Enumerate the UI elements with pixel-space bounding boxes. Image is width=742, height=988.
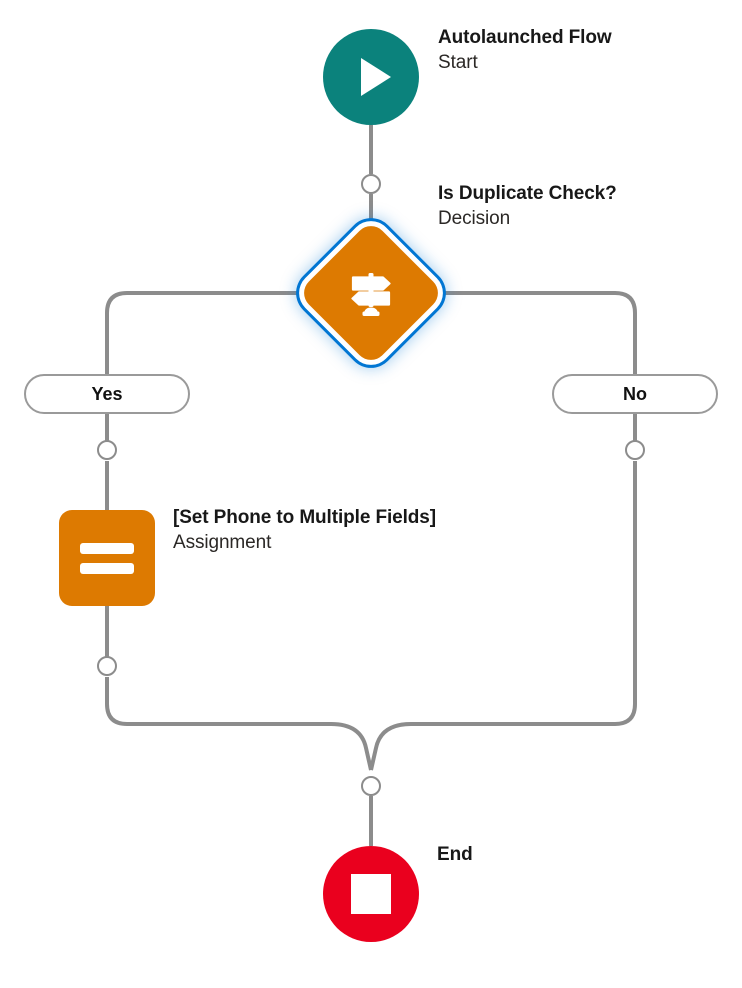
assignment-subtitle: Assignment (173, 532, 272, 554)
end-label: End (437, 842, 473, 867)
connector-dot-assignment-merge[interactable] (97, 656, 117, 676)
signpost-icon (351, 273, 391, 316)
connector-dot-start-decision[interactable] (361, 174, 381, 194)
branch-pill-no[interactable]: No (552, 374, 718, 414)
decision-label: Is Duplicate Check? Decision (438, 181, 617, 231)
decision-subtitle: Decision (438, 208, 511, 230)
start-subtitle: Start (438, 52, 478, 74)
branch-label-yes: Yes (91, 383, 123, 404)
node-start[interactable] (323, 29, 419, 125)
connector-dot-merge-end[interactable] (361, 776, 381, 796)
connector-dot-yes-branch[interactable] (97, 440, 117, 460)
decision-icon-container[interactable] (297, 219, 445, 367)
stop-square-icon (351, 874, 391, 914)
connector-decision-no (445, 291, 637, 374)
decision-diamond[interactable] (297, 219, 445, 367)
start-title: Autolaunched Flow (438, 27, 612, 48)
connector-no-merge-elbow (369, 461, 637, 771)
play-icon (360, 58, 391, 96)
node-assignment[interactable] (59, 510, 155, 606)
connector-assignment-merge-elbow (105, 677, 373, 771)
connector-decision-yes (105, 291, 300, 374)
assignment-label: [Set Phone to Multiple Fields] Assignmen… (173, 505, 436, 555)
node-end[interactable] (323, 846, 419, 942)
node-decision[interactable] (297, 219, 445, 367)
branch-pill-yes[interactable]: Yes (24, 374, 190, 414)
equals-icon-bar-top (80, 542, 134, 554)
start-icon-container[interactable] (323, 29, 419, 125)
connector-dot-no-branch[interactable] (625, 440, 645, 460)
start-label: Autolaunched Flow Start (438, 25, 612, 75)
end-icon-container[interactable] (323, 846, 419, 942)
decision-title: Is Duplicate Check? (438, 183, 617, 204)
branch-label-no: No (623, 383, 647, 404)
equals-icon-bar-bottom (80, 562, 134, 574)
assignment-title: [Set Phone to Multiple Fields] (173, 507, 437, 528)
assignment-icon-container[interactable] (59, 510, 155, 606)
end-title: End (437, 844, 473, 865)
